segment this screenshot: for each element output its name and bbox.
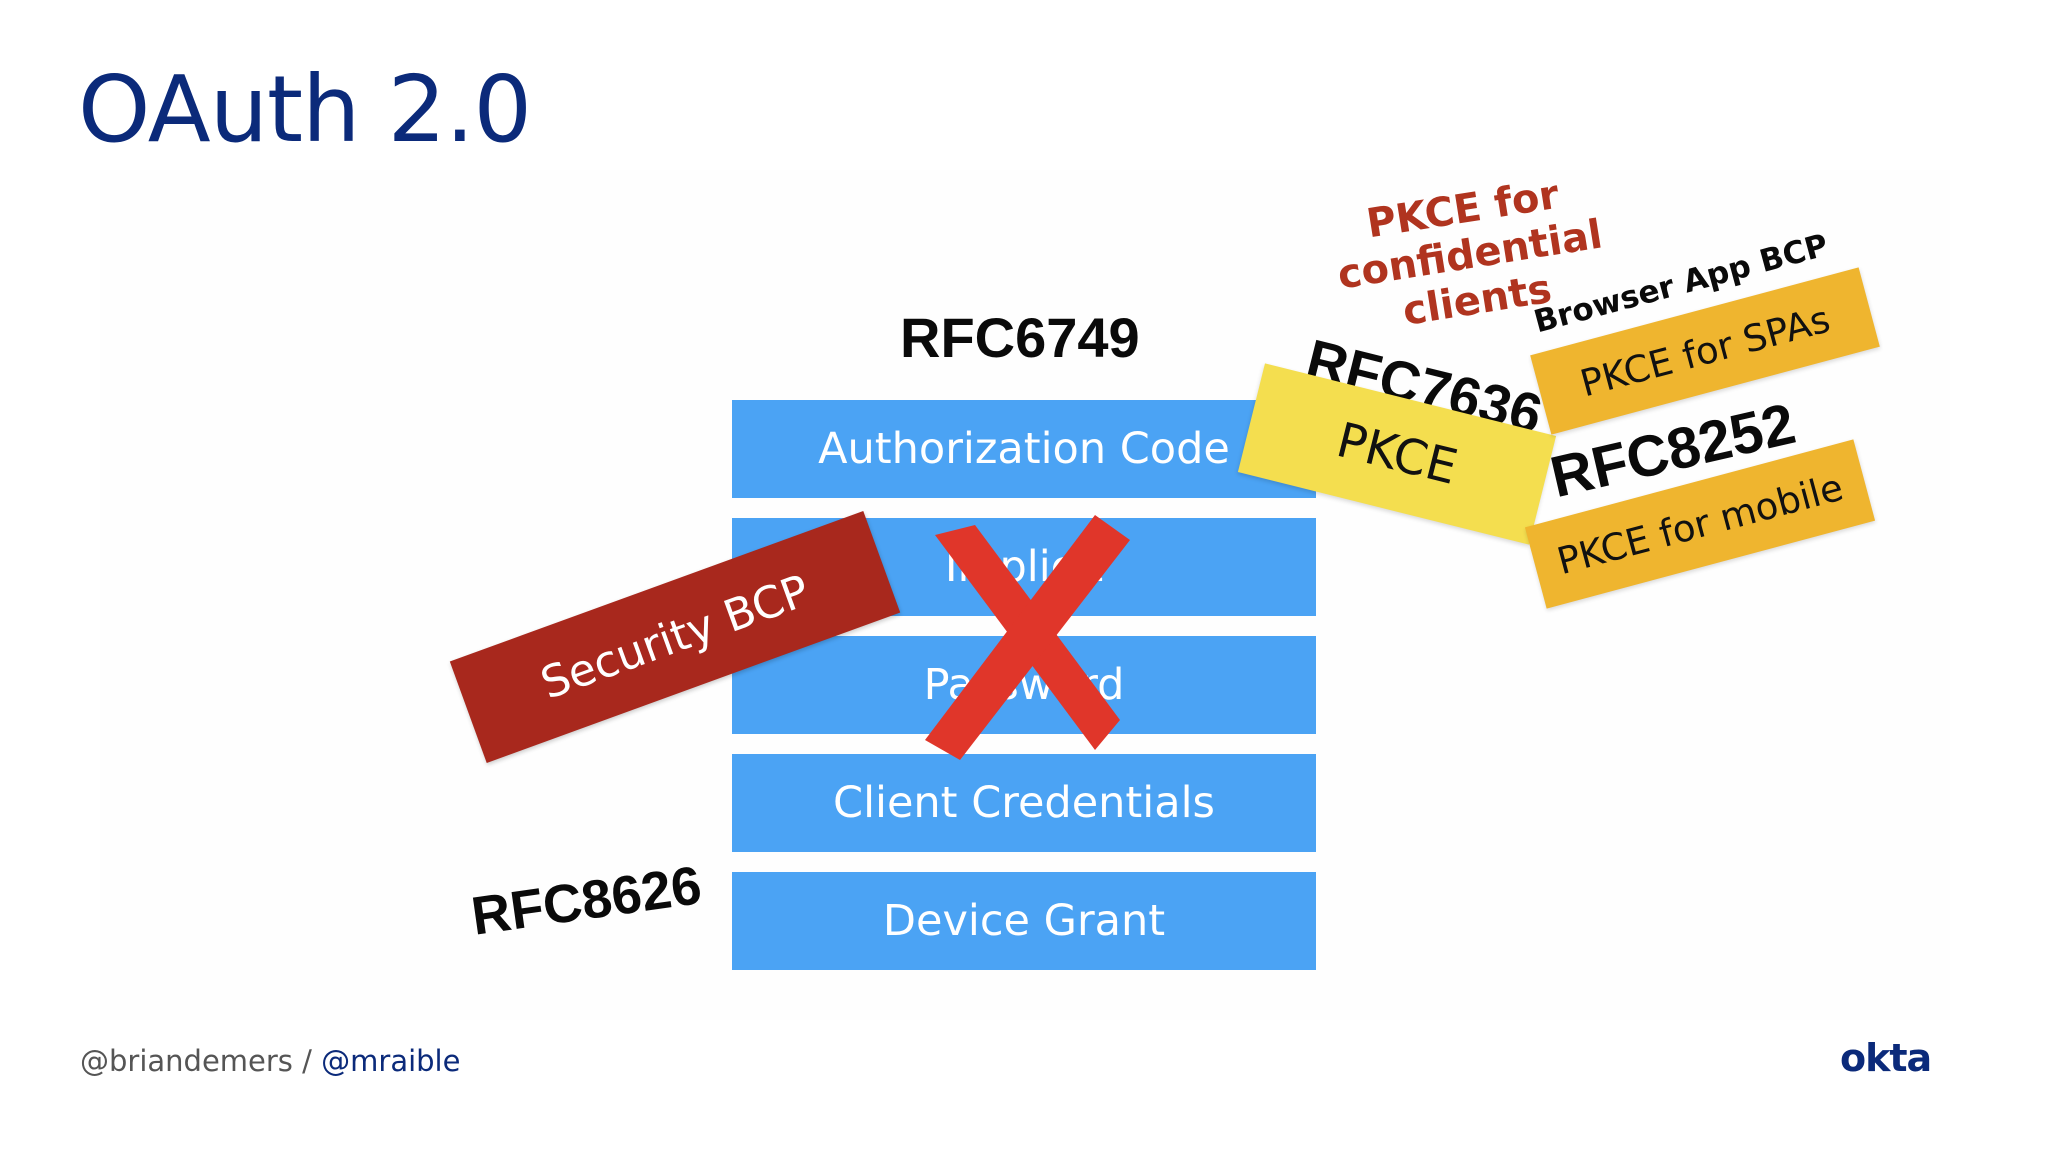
okta-logo: okta [1840, 1036, 1932, 1080]
red-x-cross-icon [925, 515, 1130, 760]
footer-handle-1: @briandemers [80, 1044, 293, 1078]
flow-authorization-code: Authorization Code [732, 400, 1316, 498]
rfc-core-label: RFC6749 [900, 306, 1140, 369]
footer-separator: / [292, 1044, 322, 1078]
flow-device-grant: Device Grant [732, 872, 1316, 970]
flow-client-credentials: Client Credentials [732, 754, 1316, 852]
footer-handle-2: @mraible [321, 1044, 461, 1078]
slide-title: OAuth 2.0 [78, 56, 532, 163]
footer-credits: @briandemers / @mraible [80, 1044, 460, 1078]
